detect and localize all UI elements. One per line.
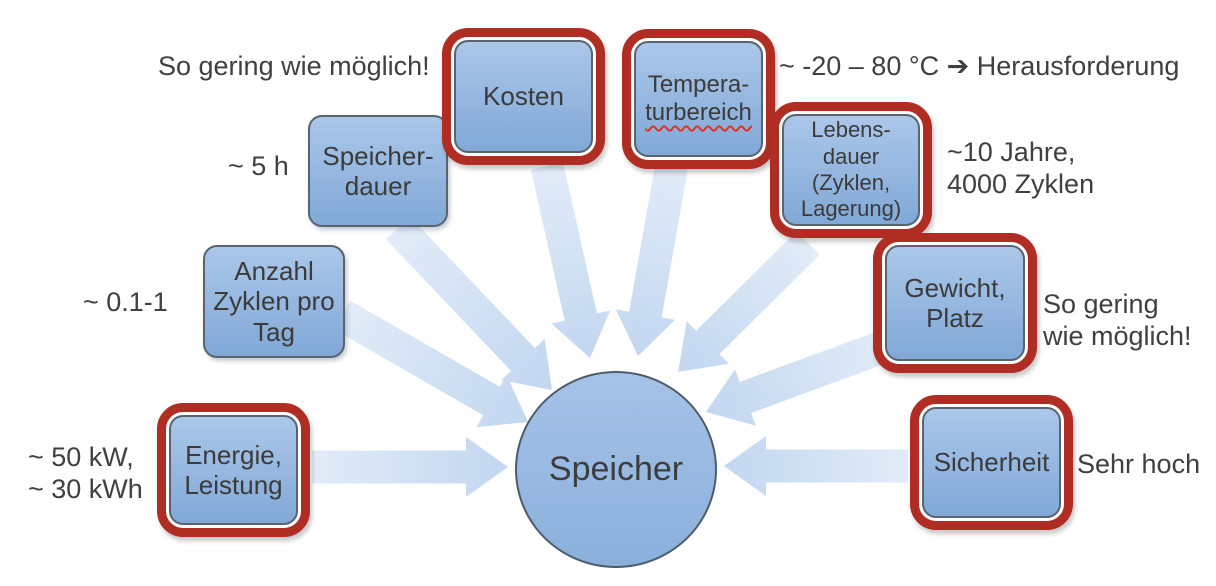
annotation-anzahl-zyklen: ~ 0.1-1 — [83, 287, 168, 317]
node-lebensdauer-box: Lebens- dauer (Zyklen, Lagerung) — [782, 114, 920, 226]
node-label-line: Lebens- — [811, 117, 891, 143]
node-energie-leistung-box: Energie, Leistung — [169, 415, 298, 525]
arrow-lebensdauer-to-speicher — [678, 231, 820, 372]
node-label-line: Anzahl — [234, 256, 314, 287]
annotation-energie-leistung: ~ 50 kW, ~ 30 kWh — [28, 442, 143, 505]
node-kosten: Kosten — [442, 28, 605, 165]
node-gewicht-platz: Gewicht, Platz — [873, 233, 1037, 373]
node-label-line: Energie, — [185, 439, 282, 470]
node-lebensdauer: Lebens- dauer (Zyklen, Lagerung) — [770, 102, 932, 238]
node-label-line: Gewicht, — [904, 272, 1006, 303]
annotation-temperaturbereich: ~ -20 – 80 °C ➔ Herausforderung — [779, 51, 1180, 81]
node-kosten-box: Kosten — [454, 40, 593, 153]
node-sicherheit-box: Sicherheit — [922, 407, 1061, 518]
center-node-label: Speicher — [548, 450, 684, 488]
annotation-lebensdauer: ~10 Jahre, 4000 Zyklen — [947, 137, 1095, 200]
center-node-speicher: Speicher — [515, 371, 717, 568]
node-label-line: Tag — [253, 316, 295, 347]
node-label-line: Leistung — [184, 470, 283, 500]
annotation-kosten: So gering wie möglich! — [158, 51, 430, 81]
node-label-line: Tempera- — [647, 71, 750, 99]
node-energie-leistung: Energie, Leistung — [157, 403, 310, 537]
annotation-speicherdauer: ~ 5 h — [228, 151, 289, 181]
arrow-sicherheit-to-speicher — [724, 436, 908, 496]
node-label-line: Lagerung) — [800, 196, 902, 222]
node-anzahl-zyklen: Anzahl Zyklen pro Tag — [203, 245, 345, 358]
arrow-gewicht-platz-to-speicher — [706, 329, 894, 426]
annotation-gewicht-platz: So gering wie möglich! — [1043, 289, 1192, 352]
node-label-line: Kosten — [483, 81, 564, 112]
arrow-speicherdauer-to-speicher — [386, 216, 552, 390]
node-anzahl-zyklen-box: Anzahl Zyklen pro Tag — [203, 245, 345, 358]
arrow-kosten-to-speicher — [530, 162, 611, 358]
annotation-sicherheit: Sehr hoch — [1077, 449, 1201, 479]
arrow-anzahl-zyklen-to-speicher — [333, 300, 528, 428]
arrow-energie-leistung-to-speicher — [312, 437, 508, 497]
node-label-line: Platz — [926, 303, 984, 333]
node-label-line-misspelled: turbereich — [645, 99, 752, 126]
node-label-line: dauer — [344, 171, 412, 201]
node-gewicht-platz-box: Gewicht, Platz — [885, 245, 1025, 361]
arrow-temperaturbereich-to-speicher — [615, 161, 689, 356]
node-label-line: Zyklen pro — [213, 286, 335, 317]
node-temperaturbereich: Tempera- turbereich — [622, 29, 775, 169]
node-label-line: (Zyklen, — [811, 170, 891, 195]
node-temperaturbereich-box: Tempera- turbereich — [634, 41, 763, 157]
node-label-line: dauer — [822, 143, 880, 169]
node-sicherheit: Sicherheit — [910, 395, 1073, 530]
node-speicherdauer: Speicher- dauer — [308, 115, 448, 227]
node-label-line: Sicherheit — [933, 447, 1050, 478]
node-label-line: Speicher- — [322, 140, 434, 171]
node-speicherdauer-box: Speicher- dauer — [308, 115, 448, 227]
